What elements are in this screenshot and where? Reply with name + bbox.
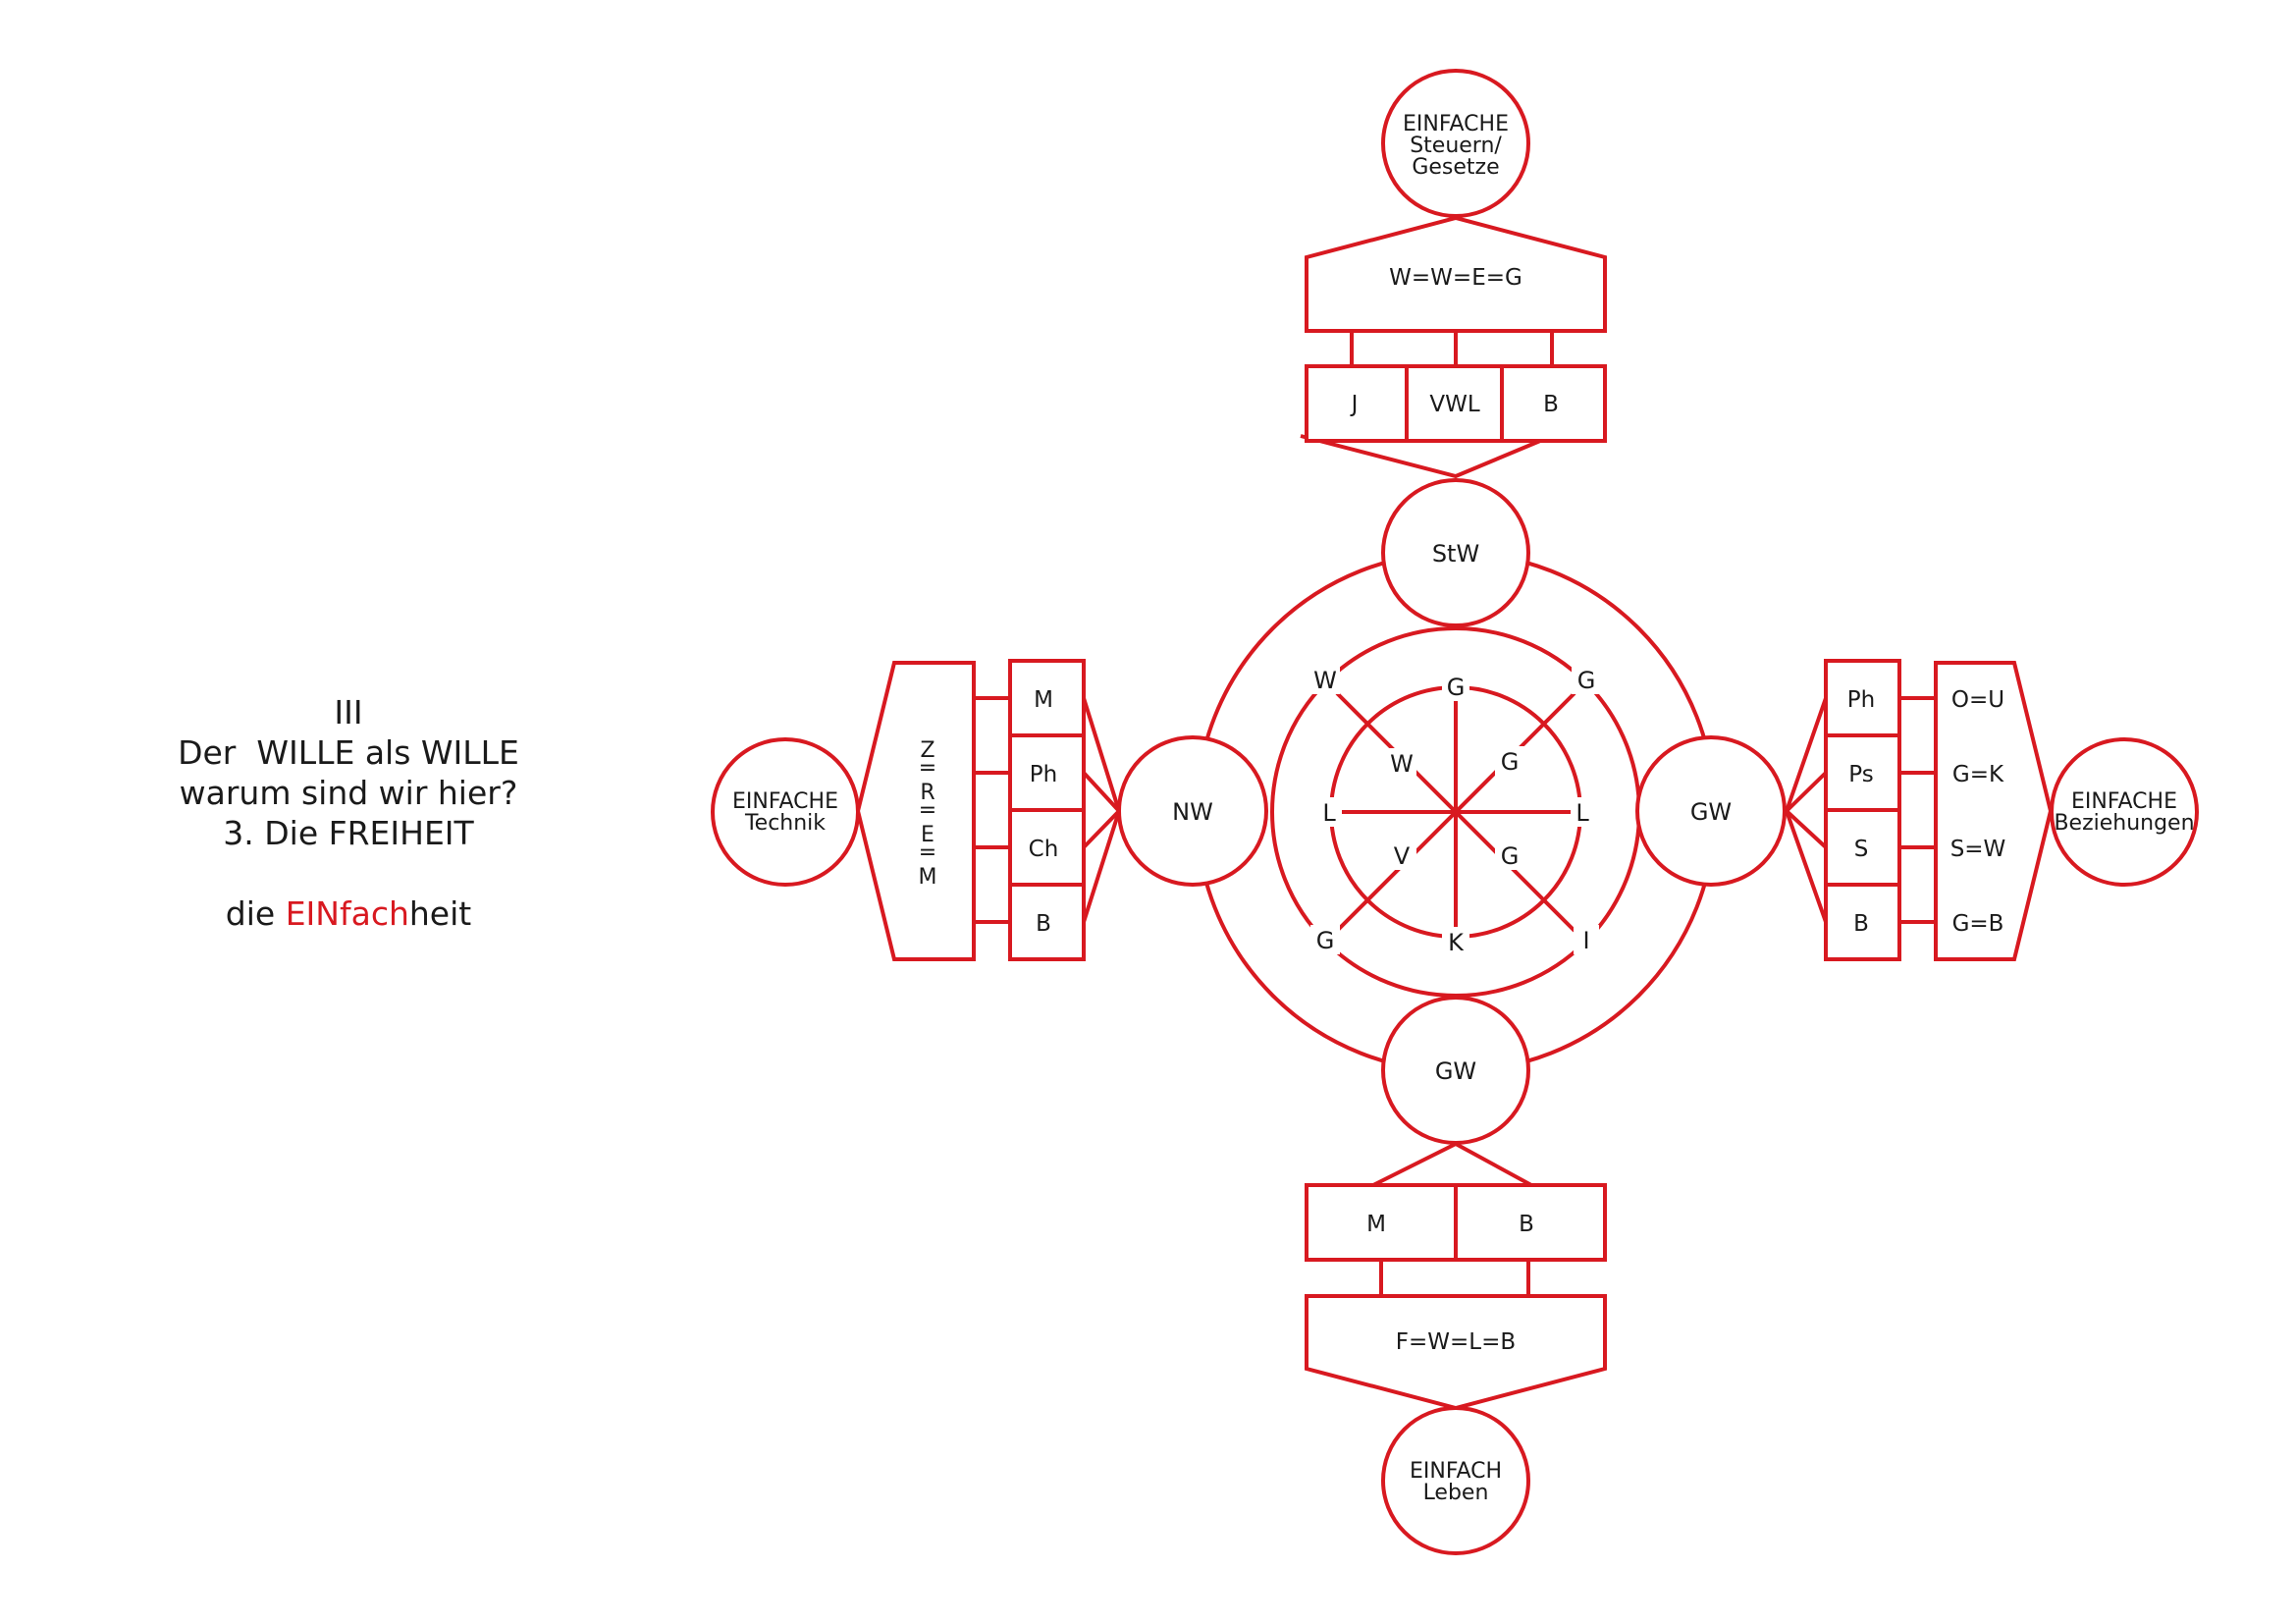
bottom-inner-circle-text: GW	[1435, 1057, 1476, 1085]
label-outer-top-left: W	[1313, 667, 1337, 694]
tagline-prefix: die	[225, 894, 286, 933]
bottom-outer-circle	[1381, 1406, 1530, 1555]
label-outer-bottom: K	[1448, 929, 1465, 956]
top-box-j	[1305, 364, 1409, 443]
bottom-arm: M B F=W=L=B EINFACH Leben GW	[1305, 996, 1607, 1555]
label-outer-top: G	[1447, 674, 1466, 701]
right-eq-2: G=K	[1952, 762, 2004, 787]
left-box-ch	[1008, 808, 1086, 887]
right-outer-circle	[2050, 737, 2199, 887]
right-box-b	[1824, 883, 1901, 961]
title-numeral: III	[334, 693, 363, 731]
right-eq-4: G=B	[1952, 911, 2004, 937]
top-box-j-text: J	[1350, 392, 1359, 417]
top-inner-circle	[1381, 478, 1530, 627]
top-box-vwl	[1405, 364, 1504, 443]
top-inner-circle-text: StW	[1432, 540, 1479, 568]
tagline-suffix: heit	[408, 894, 472, 933]
right-arm: O=U G=K S=W G=B Ph Ps S B EINFACHE Bezie…	[1635, 659, 2199, 961]
top-banner	[1305, 215, 1607, 333]
right-box-ps	[1824, 733, 1901, 812]
svg-text:=: =	[919, 840, 936, 865]
left-outer-line-2: Technik	[744, 811, 826, 836]
right-eq-1: O=U	[1951, 687, 2004, 713]
title-block: III Der WILLE als WILLE warum sind wir h…	[128, 692, 569, 934]
label-inner-top-right: G	[1501, 748, 1520, 776]
top-box-vwl-text: VWL	[1429, 392, 1479, 417]
tagline-red-ein: EIN	[285, 894, 340, 933]
label-inner-top-left: W	[1390, 750, 1414, 778]
right-banner	[1934, 661, 2054, 961]
top-banner-text: W=W=E=G	[1389, 265, 1522, 291]
left-box-m-text: M	[1034, 687, 1053, 713]
bottom-outer-line-1: EINFACH	[1410, 1459, 1502, 1484]
label-inner-bottom-left: V	[1394, 842, 1411, 870]
left-outer-circle	[711, 737, 860, 887]
left-outer-line-1: EINFACHE	[732, 789, 838, 814]
label-outer-bottom-left: G	[1316, 927, 1335, 954]
right-box-s	[1824, 808, 1901, 887]
right-box-ps-text: Ps	[1848, 762, 1873, 787]
bottom-banner-text: F=W=L=B	[1396, 1329, 1516, 1355]
left-banner-text: Z = R = E = M	[919, 738, 937, 890]
title-line-1: Der WILLE als WILLE	[178, 733, 519, 772]
bottom-inner-circle	[1381, 996, 1530, 1145]
top-outer-line-3: Gesetze	[1412, 155, 1499, 180]
bottom-banner	[1305, 1294, 1607, 1411]
right-inner-circle-text: GW	[1690, 798, 1732, 826]
left-box-ch-text: Ch	[1029, 837, 1059, 862]
top-outer-circle	[1381, 69, 1530, 218]
right-box-ph	[1824, 659, 1901, 737]
tagline-red-fach: fach	[339, 894, 409, 933]
left-banner	[855, 661, 976, 961]
left-box-b-text: B	[1036, 911, 1051, 937]
right-inner-circle	[1635, 735, 1787, 887]
top-outer-line-1: EINFACHE	[1403, 112, 1509, 136]
tagline: die EINfachheit	[128, 893, 569, 934]
top-outer-line-2: Steuern/	[1410, 134, 1502, 158]
svg-text:M: M	[919, 865, 937, 890]
right-eq-3: S=W	[1950, 837, 2006, 862]
label-inner-bottom-right: G	[1501, 842, 1520, 870]
bottom-outer-line-2: Leben	[1423, 1481, 1489, 1505]
bottom-box-b	[1454, 1183, 1607, 1262]
left-arm: Z = R = E = M M Ph Ch B EINFACHE Technik…	[711, 659, 1268, 961]
label-outer-left: L	[1322, 799, 1336, 827]
left-inner-circle	[1117, 735, 1268, 887]
svg-text:Z: Z	[920, 738, 934, 763]
left-inner-circle-text: NW	[1172, 798, 1213, 826]
right-outer-line-1: EINFACHE	[2071, 789, 2177, 814]
bottom-box-b-text: B	[1519, 1212, 1534, 1237]
title-line-3: 3. Die FREIHEIT	[223, 814, 474, 852]
svg-text:R: R	[920, 781, 934, 805]
top-arm: W=W=E=G J VWL B EINFACHE Steuern/ Gesetz…	[1300, 69, 1607, 627]
right-outer-line-2: Beziehungen	[2054, 811, 2194, 836]
label-outer-top-right: G	[1577, 667, 1596, 694]
right-box-ph-text: Ph	[1847, 687, 1875, 713]
right-box-s-text: S	[1854, 837, 1869, 862]
right-box-b-text: B	[1853, 911, 1869, 937]
svg-text:=: =	[919, 798, 936, 823]
star-spokes	[1335, 691, 1576, 933]
left-box-b	[1008, 883, 1086, 961]
top-box-b	[1500, 364, 1607, 443]
title-line-2: warum sind wir hier?	[179, 774, 518, 812]
bottom-box-m-text: M	[1366, 1212, 1386, 1237]
label-outer-bottom-right: I	[1582, 927, 1589, 954]
top-box-b-text: B	[1543, 392, 1559, 417]
svg-text:E: E	[921, 823, 934, 847]
svg-text:=: =	[919, 756, 936, 781]
label-outer-right: L	[1575, 799, 1589, 827]
left-box-ph-text: Ph	[1030, 762, 1057, 787]
star-labels: G K L L W G G I W G V G	[1310, 665, 1601, 956]
bottom-box-m	[1305, 1183, 1458, 1262]
